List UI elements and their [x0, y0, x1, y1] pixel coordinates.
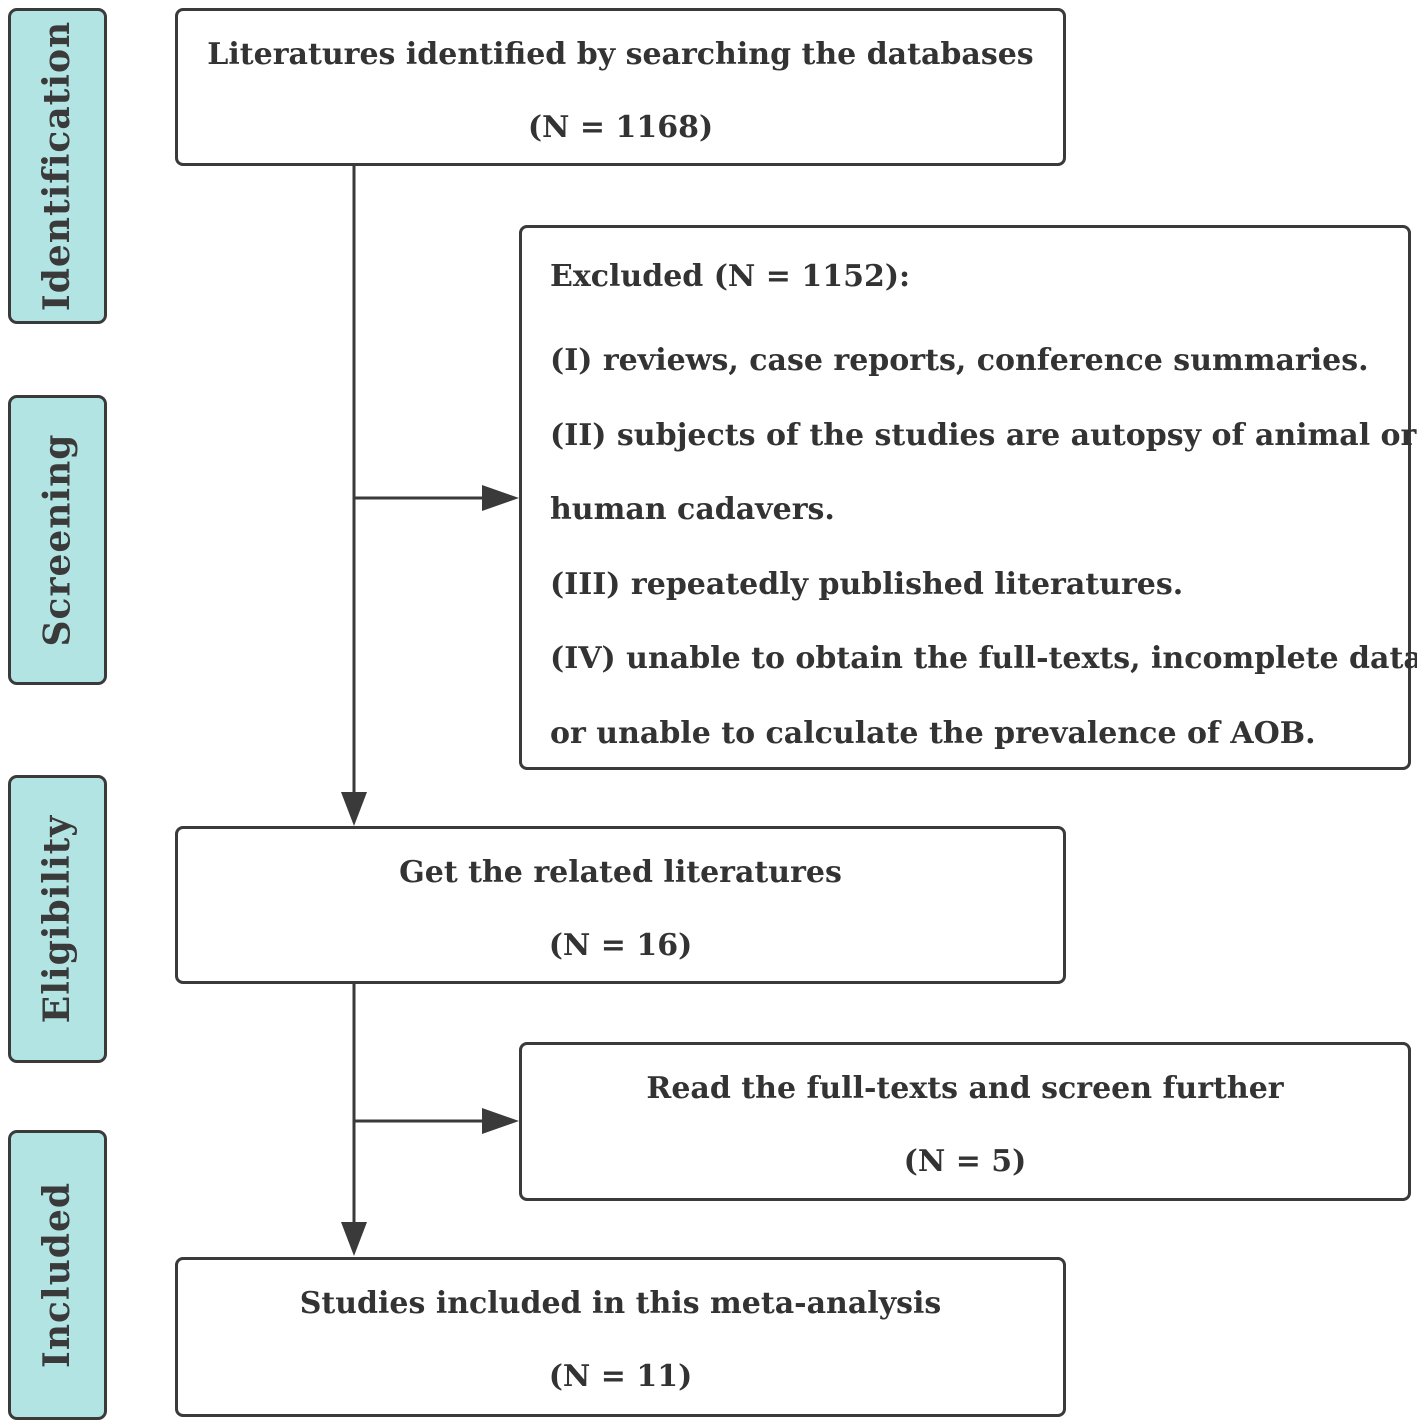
box-fulltext: Read the full-texts and screen further (… [519, 1042, 1411, 1201]
box-identified: Literatures identified by searching the … [175, 8, 1066, 166]
related-title: Get the related literatures [399, 855, 842, 890]
excluded-reason-2b: human cadavers. [550, 492, 835, 527]
identified-title: Literatures identified by searching the … [207, 37, 1034, 72]
excluded-header: Excluded (N = 1152): [550, 259, 911, 294]
fulltext-title: Read the full-texts and screen further [646, 1071, 1284, 1106]
stage-identification: Identification [8, 8, 107, 324]
related-count: (N = 16) [548, 928, 693, 963]
stage-included: Included [8, 1130, 107, 1420]
included-count: (N = 11) [548, 1359, 693, 1394]
box-included: Studies included in this meta-analysis (… [175, 1257, 1066, 1417]
box-related: Get the related literatures (N = 16) [175, 826, 1066, 984]
arrowhead-fulltext [482, 1108, 519, 1134]
stage-screening: Screening [8, 395, 107, 685]
stage-eligibility: Eligibility [8, 775, 107, 1063]
included-title: Studies included in this meta-analysis [299, 1286, 942, 1321]
excluded-reason-3: (III) repeatedly published literatures. [550, 566, 1184, 602]
identified-count: (N = 1168) [527, 110, 714, 145]
box-excluded: Excluded (N = 1152): (I) reviews, case r… [519, 225, 1417, 770]
excluded-reason-1: (I) reviews, case reports, conference su… [550, 343, 1369, 378]
excluded-reason-2a: (II) subjects of the studies are autopsy… [550, 417, 1417, 453]
fulltext-count: (N = 5) [903, 1144, 1027, 1179]
excluded-reason-4b: or unable to calculate the prevalence of… [550, 715, 1316, 751]
arrowhead-included [341, 1222, 367, 1256]
arrowhead-related [341, 792, 367, 826]
arrowhead-excluded [482, 485, 519, 511]
excluded-reason-4a: (IV) unable to obtain the full-texts, in… [550, 641, 1417, 676]
